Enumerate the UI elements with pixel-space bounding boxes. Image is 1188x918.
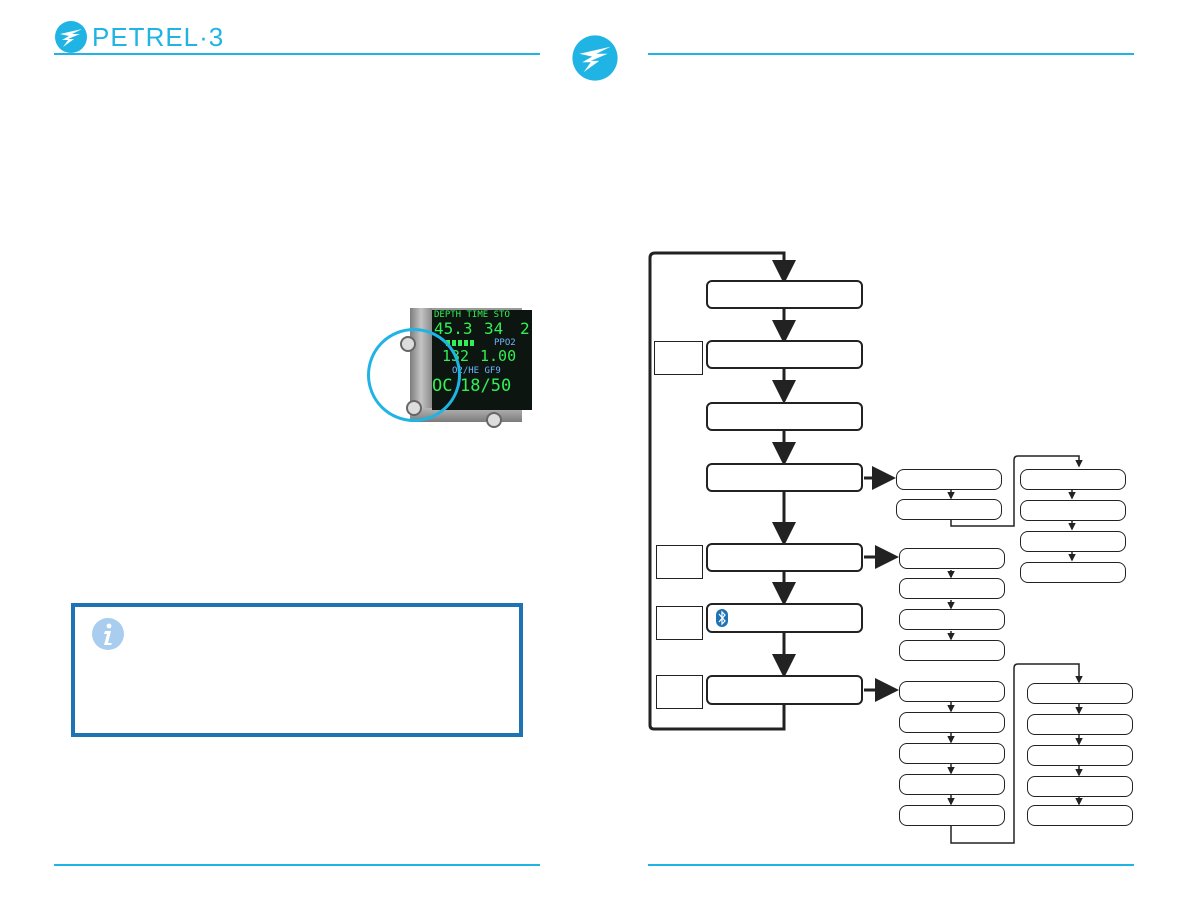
- screen-row1-labels: DEPTH TIME STO: [434, 310, 510, 320]
- flow-box-7: [706, 675, 863, 705]
- submenu-b-4: [1020, 562, 1126, 583]
- header-rule: [54, 53, 540, 55]
- submenu-e-1: [1027, 683, 1133, 704]
- submenu-e-3: [1027, 745, 1133, 766]
- submenu-c-2: [899, 578, 1005, 599]
- petrel-bird-icon: [572, 35, 618, 81]
- submenu-e-5: [1027, 805, 1133, 826]
- submenu-e-4: [1027, 776, 1133, 797]
- footer-rule-right: [648, 864, 1134, 866]
- submenu-b-2: [1020, 500, 1126, 521]
- submenu-c-1: [899, 548, 1005, 569]
- side-box-2: [656, 545, 703, 579]
- screen-time: 34: [484, 319, 504, 338]
- screen-gas: 18/50: [460, 376, 512, 396]
- submenu-d-1: [899, 681, 1005, 702]
- submenu-e-2: [1027, 714, 1133, 735]
- submenu-d-3: [899, 743, 1005, 764]
- flow-box-bluetooth: [706, 603, 863, 633]
- bluetooth-icon: [716, 609, 728, 627]
- info-icon: [92, 618, 124, 650]
- battery-bar: [446, 340, 474, 346]
- screen-ppo2-value: 1.00: [480, 347, 517, 365]
- petrel-bird-icon: [55, 21, 87, 53]
- screw-right: [486, 412, 502, 428]
- submenu-a-2: [896, 499, 1002, 520]
- screen-depth: 45.3: [434, 319, 473, 338]
- screen-row3-labels: O2/HE GF9: [452, 366, 501, 376]
- submenu-b-3: [1020, 531, 1126, 552]
- brand-title: PETREL·3: [92, 22, 225, 52]
- submenu-a-1: [896, 469, 1002, 490]
- flow-box-2: [706, 340, 863, 369]
- submenu-c-4: [899, 640, 1005, 661]
- flow-box-1: [706, 280, 863, 309]
- submenu-d-4: [899, 774, 1005, 795]
- footer-rule-left: [54, 864, 540, 866]
- submenu-b-1: [1020, 469, 1126, 490]
- info-note-box: [71, 603, 523, 737]
- screen-ppo2-label: PPO2: [494, 338, 516, 348]
- highlight-circle: [367, 328, 461, 422]
- flow-box-3: [706, 402, 863, 431]
- screen-stop: 2: [520, 319, 530, 338]
- submenu-c-3: [899, 609, 1005, 630]
- submenu-d-2: [899, 712, 1005, 733]
- header-rule-right: [648, 53, 1134, 55]
- side-box-1: [654, 341, 703, 375]
- flow-box-4: [706, 463, 863, 492]
- submenu-d-5: [899, 805, 1005, 826]
- side-box-3: [656, 606, 703, 640]
- side-box-4: [656, 675, 703, 709]
- flow-box-5: [706, 543, 863, 572]
